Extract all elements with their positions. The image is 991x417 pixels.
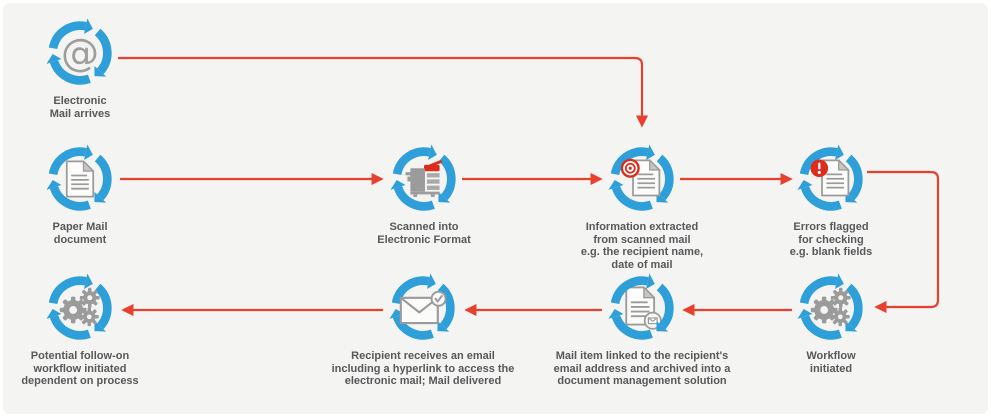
node-label: Mail item linked to the recipient's emai… xyxy=(553,350,731,387)
node-errors-flagged: Errors flagged for checking e.g. blank f… xyxy=(716,143,946,259)
check-badge xyxy=(430,290,447,307)
node-potential-follow-on: Potential follow-on workflow initiated d… xyxy=(0,272,195,388)
node-label: Errors flagged for checking e.g. blank f… xyxy=(789,221,873,258)
node-mail-item-linked: Mail item linked to the recipient's emai… xyxy=(527,272,757,388)
node-scanned-electronic-format: Scanned into Electronic Format xyxy=(309,143,539,246)
gears-icon xyxy=(810,287,851,327)
document-icon xyxy=(65,160,95,198)
cycle-ring-icon xyxy=(606,272,678,344)
node-workflow-initiated: Workflow initiated xyxy=(716,272,946,375)
scanner-icon xyxy=(405,160,443,197)
target-badge xyxy=(620,158,640,178)
gears-icon xyxy=(59,287,100,327)
document-error-icon xyxy=(810,159,850,197)
node-information-extracted: Information extracted from scanned mail … xyxy=(527,143,757,271)
node-electronic-mail-arrives: @ Electronic Mail arrives xyxy=(0,17,195,120)
node-label: Potential follow-on workflow initiated d… xyxy=(21,350,139,387)
document-target-icon xyxy=(620,158,661,197)
at-symbol-icon: @ xyxy=(61,31,99,75)
node-label: Workflow initiated xyxy=(806,350,856,375)
node-label: Scanned into Electronic Format xyxy=(377,221,471,246)
error-badge xyxy=(810,159,829,178)
node-paper-mail-document: Paper Mail document xyxy=(0,143,195,246)
envelope-check-icon xyxy=(399,290,447,325)
node-recipient-receives-email: Recipient receives an email including a … xyxy=(308,272,538,388)
node-label: Information extracted from scanned mail … xyxy=(580,221,704,271)
node-label: Paper Mail document xyxy=(52,221,108,246)
node-label: Electronic Mail arrives xyxy=(49,95,111,120)
node-label: Recipient receives an email including a … xyxy=(331,350,515,387)
